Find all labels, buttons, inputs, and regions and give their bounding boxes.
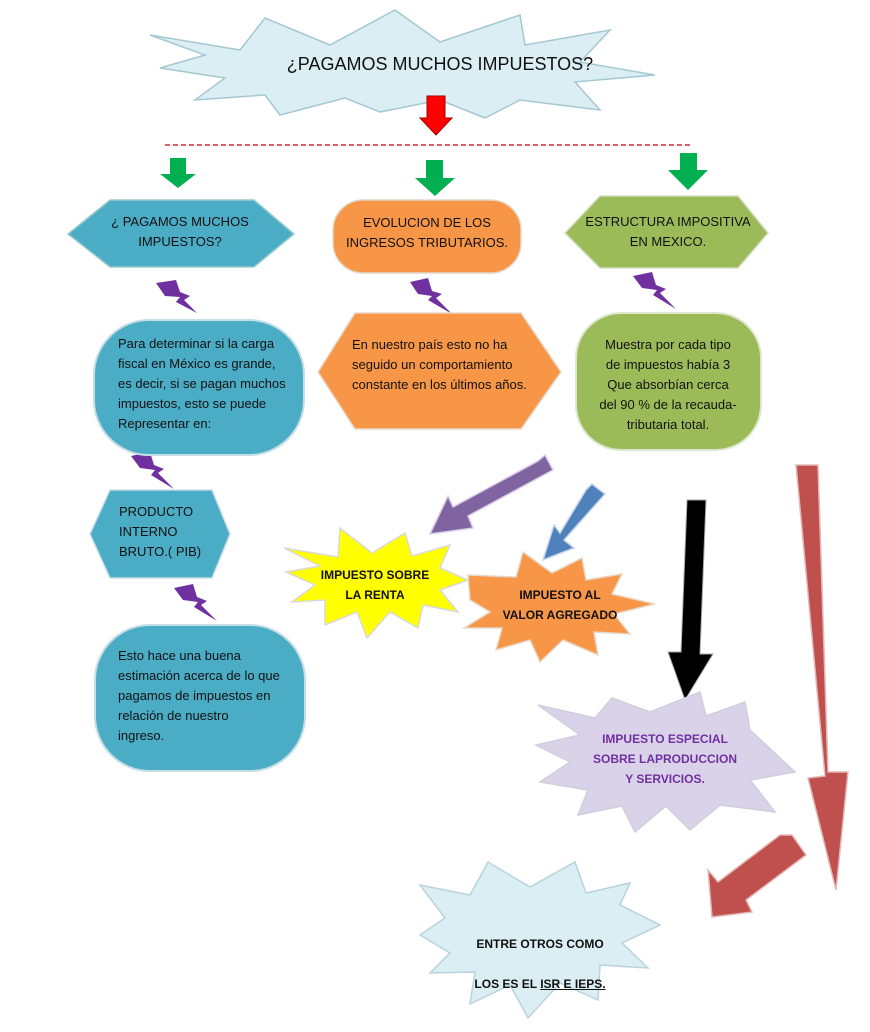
- branch-1-heading: ¿ PAGAMOS MUCHOS IMPUESTOS?: [111, 214, 249, 249]
- conclusion-underlined: ISR E IEPS.: [540, 977, 606, 991]
- blue-diagonal-arrow: [541, 483, 607, 562]
- pib-label: PRODUCTO INTERNO BRUTO.( PIB): [119, 504, 202, 559]
- lightning-bolt-2: [410, 278, 452, 314]
- page-title: ¿PAGAMOS MUCHOS IMPUESTOS?: [286, 54, 594, 74]
- conclusion-line-1: ENTRE OTROS COMO: [476, 937, 604, 951]
- purple-diagonal-arrow: [428, 453, 555, 535]
- branch-2-heading: EVOLUCION DE LOS INGRESOS TRIBUTARIOS.: [345, 215, 509, 250]
- detail-box-branch-3: [575, 312, 762, 451]
- green-down-arrow-left: [160, 158, 196, 188]
- octagon-branch-3: [563, 195, 769, 269]
- branch-3-heading: ESTRUCTURA IMPOSITIVA EN MEXICO.: [585, 214, 751, 249]
- title-starburst: [149, 9, 656, 119]
- hexagon-branch-1: [66, 199, 296, 268]
- green-down-arrow-center: [415, 160, 455, 196]
- pib-hexagon: [89, 489, 231, 579]
- lightning-bolt-1: [156, 280, 197, 313]
- conclusion-text: ENTRE OTROS COMO LOS ES EL ISR E IEPS.: [460, 914, 620, 994]
- isr-starburst: [283, 526, 471, 640]
- detail-box-branch-1: [93, 319, 305, 456]
- branch-1-detail: Para determinar si la carga fiscal en Mé…: [118, 336, 286, 431]
- conclusion-prefix: LOS ES EL: [474, 977, 541, 991]
- branch-2-detail: En nuestro país esto no ha seguido un co…: [352, 337, 527, 392]
- iva-starburst: [461, 550, 656, 664]
- detail-hexagon-branch-2: [317, 312, 562, 430]
- ieps-starburst: [533, 690, 797, 834]
- estimation-box: [94, 624, 306, 772]
- iva-label: IMPUESTO AL VALOR AGREGADO: [502, 588, 618, 622]
- dark-red-diagonal-arrow: [707, 834, 808, 918]
- green-down-arrow-right: [668, 153, 708, 190]
- ieps-label: IMPUESTO ESPECIAL SOBRE LAPRODUCCION Y S…: [592, 732, 737, 786]
- estimation-text: Esto hace una buena estimación acerca de…: [118, 648, 280, 743]
- red-down-arrow: [418, 95, 454, 136]
- lightning-bolt-5: [174, 584, 217, 621]
- conclusion-starburst: [418, 860, 662, 1020]
- lightning-bolt-4: [131, 452, 174, 489]
- lightning-bolt-3: [633, 272, 676, 309]
- black-down-arrow: [667, 499, 714, 702]
- rounded-box-branch-2: [332, 199, 522, 274]
- branch-3-detail: Muestra por cada tipo de impuestos había…: [599, 337, 737, 432]
- dark-red-down-arrow: [795, 464, 849, 891]
- isr-label: IMPUESTO SOBRE LA RENTA: [320, 568, 430, 602]
